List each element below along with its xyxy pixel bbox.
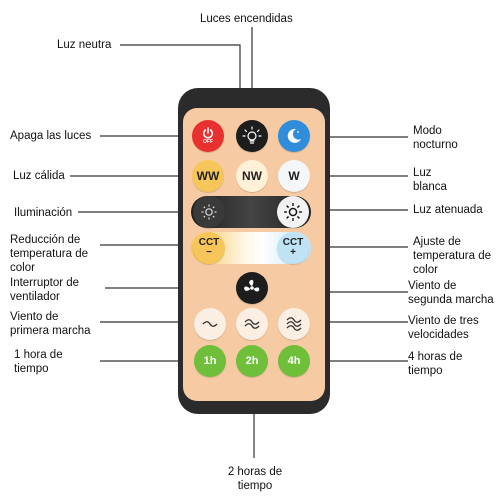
power-icon: [202, 127, 214, 139]
wind-speed-2-button[interactable]: [236, 308, 268, 340]
label-dos-horas: 2 horas de tiempo: [227, 466, 283, 492]
label-una-hora: 1 hora de tiempo: [14, 349, 63, 375]
wave-3-icon: [286, 317, 302, 331]
label-luz-blanca: Luz blanca: [413, 167, 447, 193]
fan-toggle-button[interactable]: [236, 272, 268, 304]
w-label: W: [288, 169, 300, 183]
timer-2h-label: 2h: [245, 355, 259, 367]
night-mode-button[interactable]: [278, 120, 310, 152]
timer-4h-label: 4h: [287, 355, 301, 367]
moon-icon: [287, 128, 301, 143]
label-luz-atenuada: Luz atenuada: [413, 204, 483, 216]
cct-minus-button[interactable]: CCT −: [193, 232, 225, 264]
label-interruptor-ventilador: Interruptor de ventilador: [10, 277, 80, 303]
label-viento-segunda: Viento de segunda marcha: [408, 280, 494, 306]
label-viento-tres: Viento de tres velocidades: [408, 315, 479, 341]
label-iluminacion: Iluminación: [14, 207, 73, 219]
fan-icon: [244, 279, 260, 292]
cct-plus-button[interactable]: CCT +: [277, 232, 309, 264]
label-luz-calida: Luz cálida: [13, 170, 65, 182]
timer-1h-label: 1h: [203, 355, 217, 367]
label-cuatro-horas: 4 horas de tiempo: [408, 351, 463, 377]
brightness-up-button[interactable]: [277, 196, 309, 228]
wind-speed-3-button[interactable]: [278, 308, 310, 340]
neutral-light-button[interactable]: NW: [236, 160, 268, 192]
wave-1-icon: [202, 321, 218, 327]
bulb-icon: [242, 126, 262, 144]
label-reduccion-temperatura: Reducción de temperatura de color: [10, 234, 88, 274]
timer-2h-button[interactable]: 2h: [236, 345, 268, 377]
lights-on-button[interactable]: [236, 120, 268, 152]
warm-light-button[interactable]: WW: [192, 160, 224, 192]
cct-plus-label: CCT +: [282, 237, 304, 258]
timer-4h-button[interactable]: 4h: [278, 345, 310, 377]
white-light-button[interactable]: W: [278, 160, 310, 192]
nw-label: NW: [242, 169, 262, 183]
off-button[interactable]: OFF: [192, 120, 224, 152]
timer-1h-button[interactable]: 1h: [194, 345, 226, 377]
label-luz-neutra: Luz neutra: [57, 39, 112, 51]
label-ajuste-temperatura: Ajuste de temperatura de color: [413, 236, 491, 276]
brightness-down-button[interactable]: [193, 196, 225, 228]
label-luces-encendidas: Luces encendidas: [200, 13, 293, 25]
sun-bright-icon: [284, 203, 302, 221]
wave-2-icon: [244, 319, 260, 329]
sun-dim-icon: [201, 204, 217, 220]
label-modo-nocturno: Modo nocturno: [413, 125, 458, 151]
ww-label: WW: [196, 169, 220, 183]
wind-speed-1-button[interactable]: [194, 308, 226, 340]
label-viento-primera: Viento de primera marcha: [10, 311, 91, 337]
off-label: OFF: [203, 139, 213, 145]
cct-minus-label: CCT −: [198, 237, 220, 258]
label-apaga-las-luces: Apaga las luces: [10, 130, 92, 142]
